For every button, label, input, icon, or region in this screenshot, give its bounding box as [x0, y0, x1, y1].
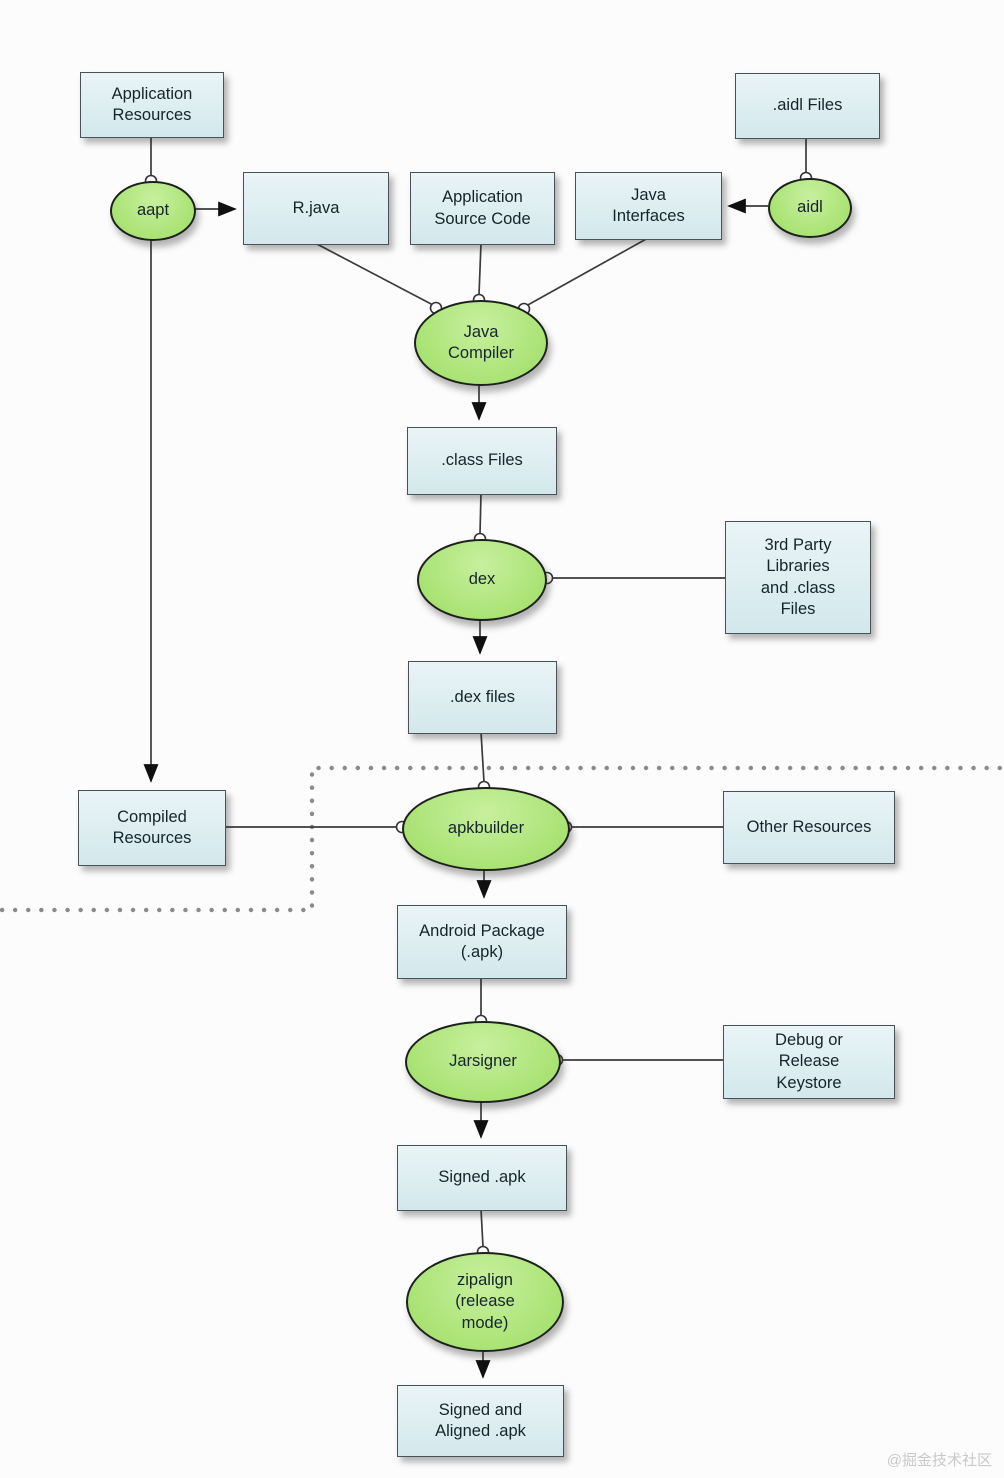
node-rjava: R.java [243, 172, 389, 245]
edge-rjava-compiler [314, 242, 434, 306]
node-java-compiler-tool: Java Compiler [414, 300, 548, 386]
node-apkbuilder-tool: apkbuilder [402, 787, 570, 871]
node-android-package-apk: Android Package (.apk) [397, 905, 567, 979]
node-compiled-resources: Compiled Resources [78, 790, 226, 866]
node-signed-apk: Signed .apk [397, 1145, 567, 1211]
dotted-boundary-line [0, 765, 1004, 913]
node-application-source-code: Application Source Code [410, 172, 555, 245]
edge-dexfiles-apkbuilder [480, 731, 485, 783]
node-aidl-tool: aidl [768, 178, 852, 238]
node-class-files: .class Files [407, 427, 557, 495]
node-signed-and-aligned-apk: Signed and Aligned .apk [397, 1385, 564, 1457]
node-zipalign-tool: zipalign (release mode) [406, 1252, 564, 1352]
edge-interfaces-compiler [525, 237, 649, 307]
edge-appsource-compiler [478, 242, 482, 296]
node-aapt-tool: aapt [110, 181, 196, 241]
node-third-party-libraries: 3rd Party Libraries and .class Files [725, 521, 871, 634]
node-debug-release-keystore: Debug or Release Keystore [723, 1025, 895, 1099]
node-other-resources: Other Resources [723, 791, 895, 864]
node-java-interfaces: Java Interfaces [575, 172, 722, 240]
edge-classfiles-dex [479, 492, 482, 535]
node-application-resources: Application Resources [80, 72, 224, 138]
node-jarsigner-tool: Jarsigner [405, 1021, 561, 1103]
watermark-text: @掘金技术社区 [886, 1452, 992, 1469]
edge-signedapk-zipalign [480, 1208, 484, 1248]
node-dex-files: .dex files [408, 661, 557, 734]
node-dex-tool: dex [417, 539, 547, 621]
node-aidl-files: .aidl Files [735, 73, 880, 139]
